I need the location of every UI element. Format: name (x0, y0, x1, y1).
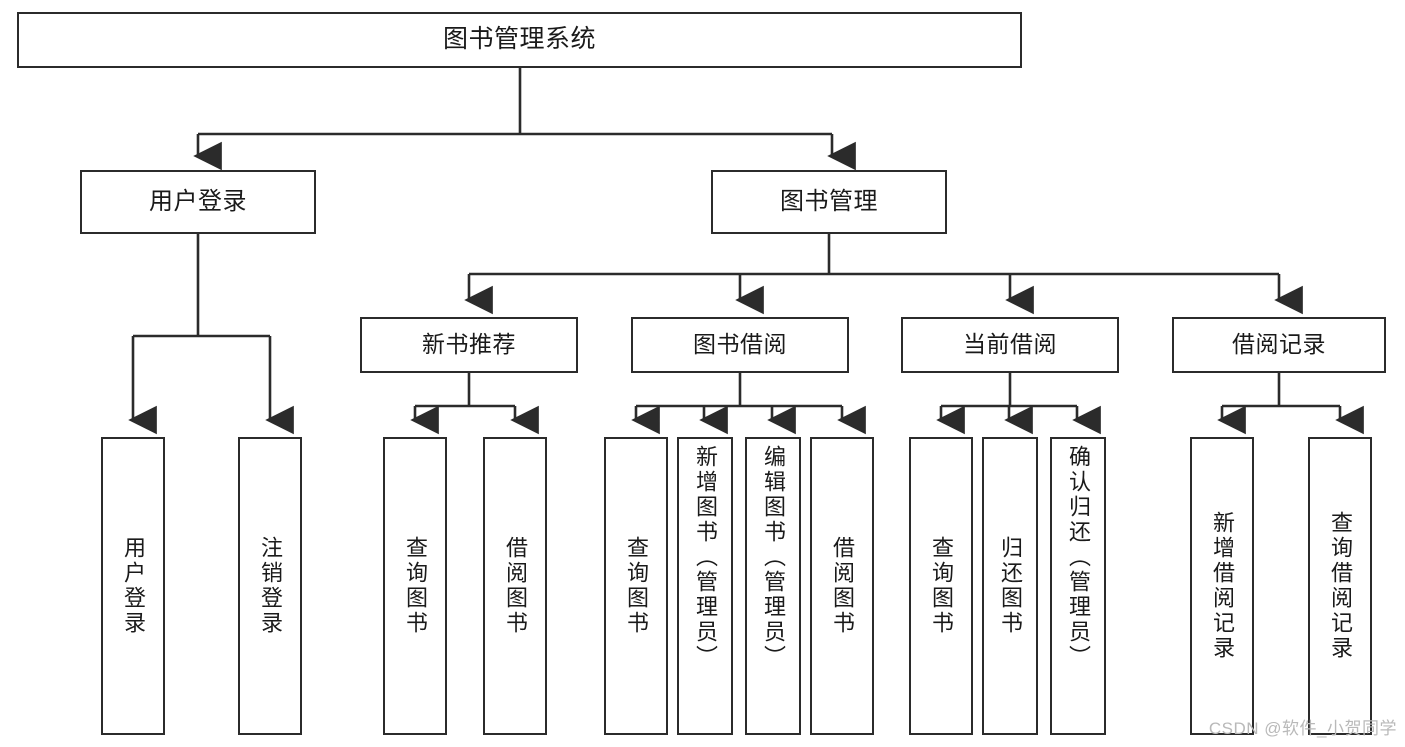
node-label: 确认归还（管理员） (1066, 445, 1091, 670)
node-label: 借阅图书 (503, 536, 528, 636)
node-label: 注销登录 (258, 536, 283, 636)
node-label: 用户登录 (121, 536, 146, 636)
node-label: 查询图书 (624, 536, 649, 636)
node-leaf-query-book-3[interactable]: 查询图书 (909, 437, 973, 735)
node-current-borrow[interactable]: 当前借阅 (901, 317, 1119, 373)
node-label: 借阅记录 (1232, 331, 1326, 358)
node-user-login[interactable]: 用户登录 (80, 170, 316, 234)
node-label: 归还图书 (998, 536, 1023, 636)
node-leaf-logout-login[interactable]: 注销登录 (238, 437, 302, 735)
node-leaf-add-book-admin[interactable]: 新增图书（管理员） (677, 437, 733, 735)
node-label: 新书推荐 (422, 331, 516, 358)
node-label: 图书管理 (780, 187, 878, 215)
node-label: 查询借阅记录 (1328, 511, 1353, 661)
node-label: 查询图书 (403, 536, 428, 636)
node-leaf-query-book-2[interactable]: 查询图书 (604, 437, 668, 735)
node-borrow-record[interactable]: 借阅记录 (1172, 317, 1386, 373)
node-leaf-query-borrow-record[interactable]: 查询借阅记录 (1308, 437, 1372, 735)
node-label: 查询图书 (929, 536, 954, 636)
node-label: 编辑图书（管理员） (761, 445, 786, 670)
node-label: 用户登录 (149, 187, 247, 215)
node-label: 新增借阅记录 (1210, 511, 1235, 661)
node-leaf-user-login[interactable]: 用户登录 (101, 437, 165, 735)
node-label: 图书借阅 (693, 331, 787, 358)
node-new-book-rec[interactable]: 新书推荐 (360, 317, 578, 373)
node-label: 借阅图书 (830, 536, 855, 636)
node-leaf-return-book[interactable]: 归还图书 (982, 437, 1038, 735)
node-label: 当前借阅 (963, 331, 1057, 358)
node-leaf-borrow-book-1[interactable]: 借阅图书 (483, 437, 547, 735)
node-label: 新增图书（管理员） (693, 445, 718, 670)
node-leaf-query-book-1[interactable]: 查询图书 (383, 437, 447, 735)
node-leaf-edit-book-admin[interactable]: 编辑图书（管理员） (745, 437, 801, 735)
watermark: CSDN @软件_小贺同学 (1208, 719, 1397, 738)
node-leaf-confirm-return-admin[interactable]: 确认归还（管理员） (1050, 437, 1106, 735)
node-leaf-add-borrow-record[interactable]: 新增借阅记录 (1190, 437, 1254, 735)
node-label: 图书管理系统 (442, 25, 596, 54)
node-root[interactable]: 图书管理系统 (17, 12, 1022, 68)
node-leaf-borrow-book-2[interactable]: 借阅图书 (810, 437, 874, 735)
node-book-manage[interactable]: 图书管理 (711, 170, 947, 234)
node-book-borrow[interactable]: 图书借阅 (631, 317, 849, 373)
